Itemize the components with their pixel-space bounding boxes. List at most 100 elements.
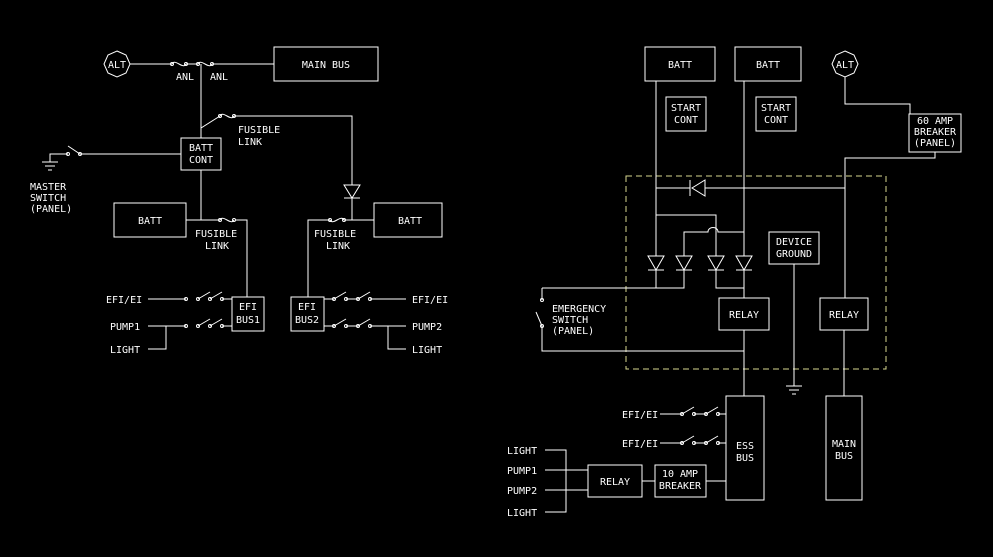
right-batt-1-box bbox=[644, 46, 716, 82]
left-diagram: ALT ANL ANL MAIN BUS FUSIBLE LINK BATT C… bbox=[30, 46, 448, 356]
breaker-60-a: 60 AMP bbox=[917, 116, 953, 127]
efi-bus1-2: BUS1 bbox=[236, 315, 260, 326]
efi-ei-2-label: EFI/EI bbox=[622, 439, 658, 450]
device-ground-a: DEVICE bbox=[776, 237, 812, 248]
light-left-label: LIGHT bbox=[110, 345, 140, 356]
start-cont-1-a: START bbox=[671, 103, 701, 114]
right-main-bus-a: MAIN bbox=[832, 439, 856, 450]
left-diode bbox=[343, 184, 361, 199]
light-right-wire bbox=[387, 326, 406, 350]
emergency-switch-wire bbox=[535, 287, 744, 352]
master-switch bbox=[49, 145, 181, 162]
fusible-link-top-1: FUSIBLE bbox=[238, 125, 280, 136]
anl-fuse-1 bbox=[171, 61, 187, 67]
left-batt1-wire bbox=[200, 170, 248, 297]
left-batt-2-box bbox=[373, 202, 443, 238]
master-switch-3: (PANEL) bbox=[30, 204, 72, 215]
right-alt-label: ALT bbox=[836, 60, 854, 71]
light-1-label: LIGHT bbox=[507, 446, 537, 457]
efi-bus1-box bbox=[231, 296, 265, 332]
light-left-wire bbox=[148, 326, 167, 350]
efi-bus2-2: BUS2 bbox=[295, 315, 319, 326]
relay-3-box bbox=[587, 464, 643, 498]
efi-bus1-1: EFI bbox=[239, 302, 257, 313]
ground-symbol-left bbox=[42, 161, 58, 171]
pump2-label: PUMP2 bbox=[412, 322, 442, 333]
device-ground-box bbox=[768, 231, 820, 265]
light-right-label: LIGHT bbox=[412, 345, 442, 356]
start-cont-2-box bbox=[755, 96, 797, 132]
right-batt-2-label: BATT bbox=[756, 60, 780, 71]
anl-label-2: ANL bbox=[210, 72, 228, 83]
efi-ei-switch-right bbox=[324, 291, 406, 300]
relay-3-label: RELAY bbox=[600, 477, 630, 488]
fusible-link-2-b: LINK bbox=[326, 241, 350, 252]
emergency-switch-a: EMERGENCY bbox=[552, 304, 606, 315]
relay-1-label: RELAY bbox=[729, 310, 759, 321]
cross-diode bbox=[691, 179, 706, 197]
anl-fuse-2 bbox=[197, 61, 213, 67]
breaker-60-b: BREAKER bbox=[914, 127, 957, 138]
left-batt-1-box bbox=[113, 202, 187, 238]
start-cont-1-b: CONT bbox=[674, 115, 698, 126]
left-fusible-link-top bbox=[219, 113, 235, 119]
start-cont-2-a: START bbox=[761, 103, 791, 114]
fusible-link-top-2: LINK bbox=[238, 137, 262, 148]
pump2-right-label: PUMP2 bbox=[507, 486, 537, 497]
anl-label-1: ANL bbox=[176, 72, 194, 83]
fusible-link-2 bbox=[329, 217, 345, 223]
light-2-label: LIGHT bbox=[507, 508, 537, 519]
left-batt-1-label: BATT bbox=[138, 216, 162, 227]
left-fusible-branch bbox=[200, 115, 353, 185]
master-switch-2: SWITCH bbox=[30, 193, 66, 204]
relay-2-box bbox=[819, 297, 869, 331]
device-ground-b: GROUND bbox=[776, 249, 812, 260]
emergency-switch-c: (PANEL) bbox=[552, 326, 594, 337]
efi-ei-switch-left bbox=[148, 291, 232, 300]
start-cont-2-b: CONT bbox=[764, 115, 788, 126]
breaker-10-a: 10 AMP bbox=[662, 469, 698, 480]
ess-bus-a: ESS bbox=[736, 441, 754, 452]
breaker-10-b: BREAKER bbox=[659, 481, 702, 492]
start-cont-1-box bbox=[665, 96, 707, 132]
enclosure-box bbox=[625, 175, 887, 370]
right-main-bus-box bbox=[825, 395, 863, 501]
left-main-bus-label: MAIN BUS bbox=[302, 60, 350, 71]
fusible-link-1-b: LINK bbox=[205, 241, 229, 252]
left-main-bus-box bbox=[273, 46, 379, 82]
efi-bus2-box bbox=[290, 296, 325, 332]
breaker-60-c: (PANEL) bbox=[914, 138, 956, 149]
breaker-60-box bbox=[908, 113, 962, 153]
pump1-label: PUMP1 bbox=[110, 322, 140, 333]
relay-2-label: RELAY bbox=[829, 310, 859, 321]
right-batt-2-box bbox=[734, 46, 802, 82]
batt-cont-box bbox=[180, 137, 222, 171]
emergency-switch-b: SWITCH bbox=[552, 315, 588, 326]
ess-efi-ei-switch-1 bbox=[660, 406, 726, 415]
alt-feed-wire bbox=[844, 152, 936, 298]
right-diagram: BATT BATT ALT START CONT START CONT 60 A… bbox=[507, 46, 962, 519]
pump1-switch bbox=[148, 318, 232, 327]
batt-cont-1: BATT bbox=[189, 143, 213, 154]
fusible-link-1 bbox=[219, 217, 235, 223]
pump1-right-label: PUMP1 bbox=[507, 466, 537, 477]
left-batt-2-label: BATT bbox=[398, 216, 422, 227]
fusible-link-1-a: FUSIBLE bbox=[195, 229, 237, 240]
diode-row bbox=[647, 255, 753, 272]
ess-bus-box bbox=[725, 395, 765, 501]
right-main-bus-b: BUS bbox=[835, 451, 853, 462]
pump2-switch bbox=[324, 318, 406, 327]
ess-efi-ei-switch-2 bbox=[660, 435, 726, 444]
relay-1-box bbox=[718, 297, 770, 331]
batt-cont-2: CONT bbox=[189, 155, 213, 166]
left-batt2-wire bbox=[307, 219, 358, 297]
master-switch-1: MASTER bbox=[30, 182, 67, 193]
efi-ei-left-label: EFI/EI bbox=[106, 295, 142, 306]
ess-bus-b: BUS bbox=[736, 453, 754, 464]
efi-ei-1-label: EFI/EI bbox=[622, 410, 658, 421]
left-alt-label: ALT bbox=[108, 60, 126, 71]
efi-ei-right-label: EFI/EI bbox=[412, 295, 448, 306]
left-alt-symbol bbox=[103, 50, 131, 78]
breaker-10-box bbox=[654, 464, 707, 498]
